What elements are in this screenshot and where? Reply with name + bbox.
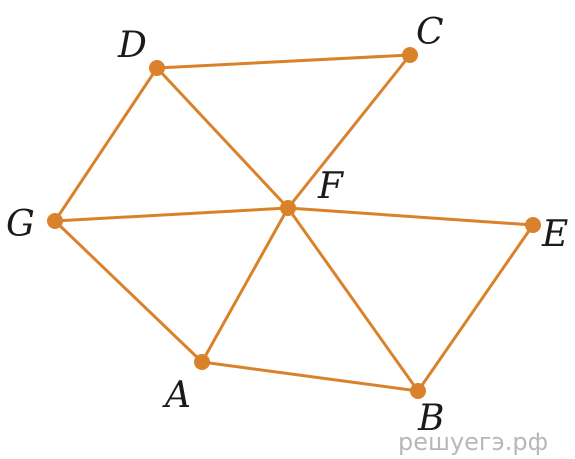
node-label-e: E	[541, 214, 568, 255]
node-label-b: B	[417, 398, 444, 439]
node-label-g: G	[6, 204, 35, 245]
node-d	[149, 60, 165, 76]
edge-f-b	[286, 206, 420, 393]
edge-d-g	[53, 66, 159, 223]
node-label-f: F	[317, 166, 345, 207]
node-c	[402, 47, 418, 63]
watermark-text: решуегэ.рф	[398, 428, 548, 456]
node-label-a: A	[162, 375, 191, 416]
node-g	[47, 213, 63, 229]
edge-d-f	[155, 66, 290, 210]
edge-c-f	[286, 53, 412, 210]
edge-f-e	[286, 206, 535, 227]
edges-group	[53, 53, 535, 393]
edge-a-f	[200, 206, 290, 364]
node-label-d: D	[117, 25, 147, 66]
edge-e-b	[416, 223, 535, 393]
labels-group: D C G F E A B	[6, 12, 568, 439]
node-b	[410, 383, 426, 399]
node-label-c: C	[416, 12, 444, 53]
edge-d-c	[155, 53, 412, 70]
edge-g-a	[53, 219, 204, 364]
node-a	[194, 354, 210, 370]
node-e	[525, 217, 541, 233]
edge-a-b	[200, 360, 420, 393]
node-f	[280, 200, 296, 216]
edge-g-f	[53, 206, 290, 223]
nodes-group	[47, 47, 541, 399]
